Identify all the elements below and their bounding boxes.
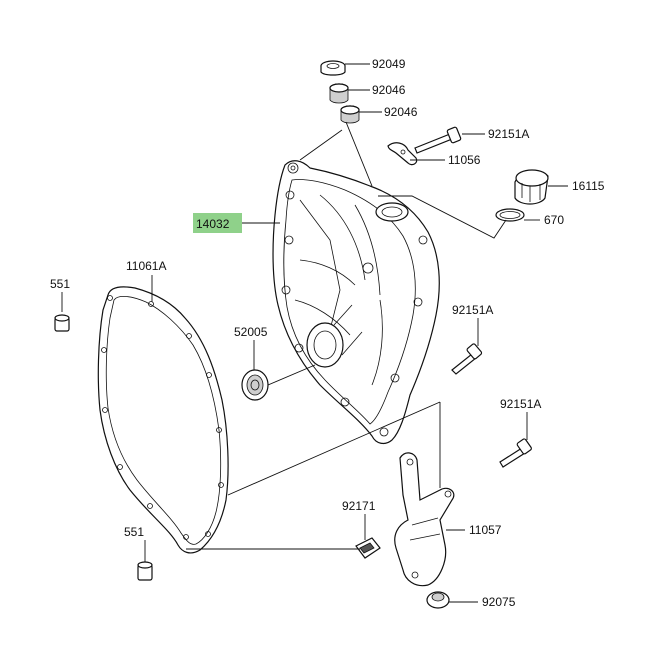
grommet-92075 [426, 591, 450, 609]
label-highlight-14032 [193, 213, 242, 233]
label-92151A-lower[interactable]: 92151A [500, 397, 541, 411]
bracket-11056 [387, 142, 418, 166]
label-92151A-top[interactable]: 92151A [488, 127, 529, 141]
leader-lines [61, 63, 568, 603]
label-92046-upper[interactable]: 92046 [372, 83, 406, 97]
bolt-92151A-top [414, 126, 462, 154]
label-16115[interactable]: 16115 [572, 179, 605, 193]
label-92049[interactable]: 92049 [372, 57, 406, 71]
label-92151A-middle[interactable]: 92151A [452, 303, 493, 317]
gasket-11061A [97, 286, 229, 554]
label-92171[interactable]: 92171 [342, 499, 376, 513]
label-11061A[interactable]: 11061A [126, 259, 166, 273]
dowel-551-bottom [137, 561, 153, 581]
label-11057[interactable]: 11057 [469, 523, 502, 537]
label-92046-lower[interactable]: 92046 [384, 105, 418, 119]
bracket-11057 [394, 452, 455, 587]
label-52005[interactable]: 52005 [234, 325, 268, 339]
label-670[interactable]: 670 [544, 213, 564, 227]
cover-14032 [272, 160, 440, 445]
plug-16115 [514, 169, 549, 205]
part-labels: 92049 92046 92046 92151A 11056 16115 670… [50, 57, 605, 609]
label-551-bottom[interactable]: 551 [124, 525, 144, 539]
label-551-top[interactable]: 551 [50, 277, 70, 291]
seal-52005 [241, 369, 269, 401]
bearing-92046-lower [340, 105, 360, 124]
bolt-92151A-lower [499, 438, 532, 468]
clip-92171 [355, 537, 381, 559]
oring-670 [495, 208, 525, 222]
dowel-551-top [54, 314, 70, 332]
bearing-92046-upper [329, 83, 349, 104]
label-11056[interactable]: 11056 [448, 153, 481, 167]
label-14032[interactable]: 14032 [196, 217, 230, 231]
seal-92049 [320, 60, 346, 76]
bolt-92151A-middle [451, 343, 483, 375]
label-92075[interactable]: 92075 [482, 595, 516, 609]
